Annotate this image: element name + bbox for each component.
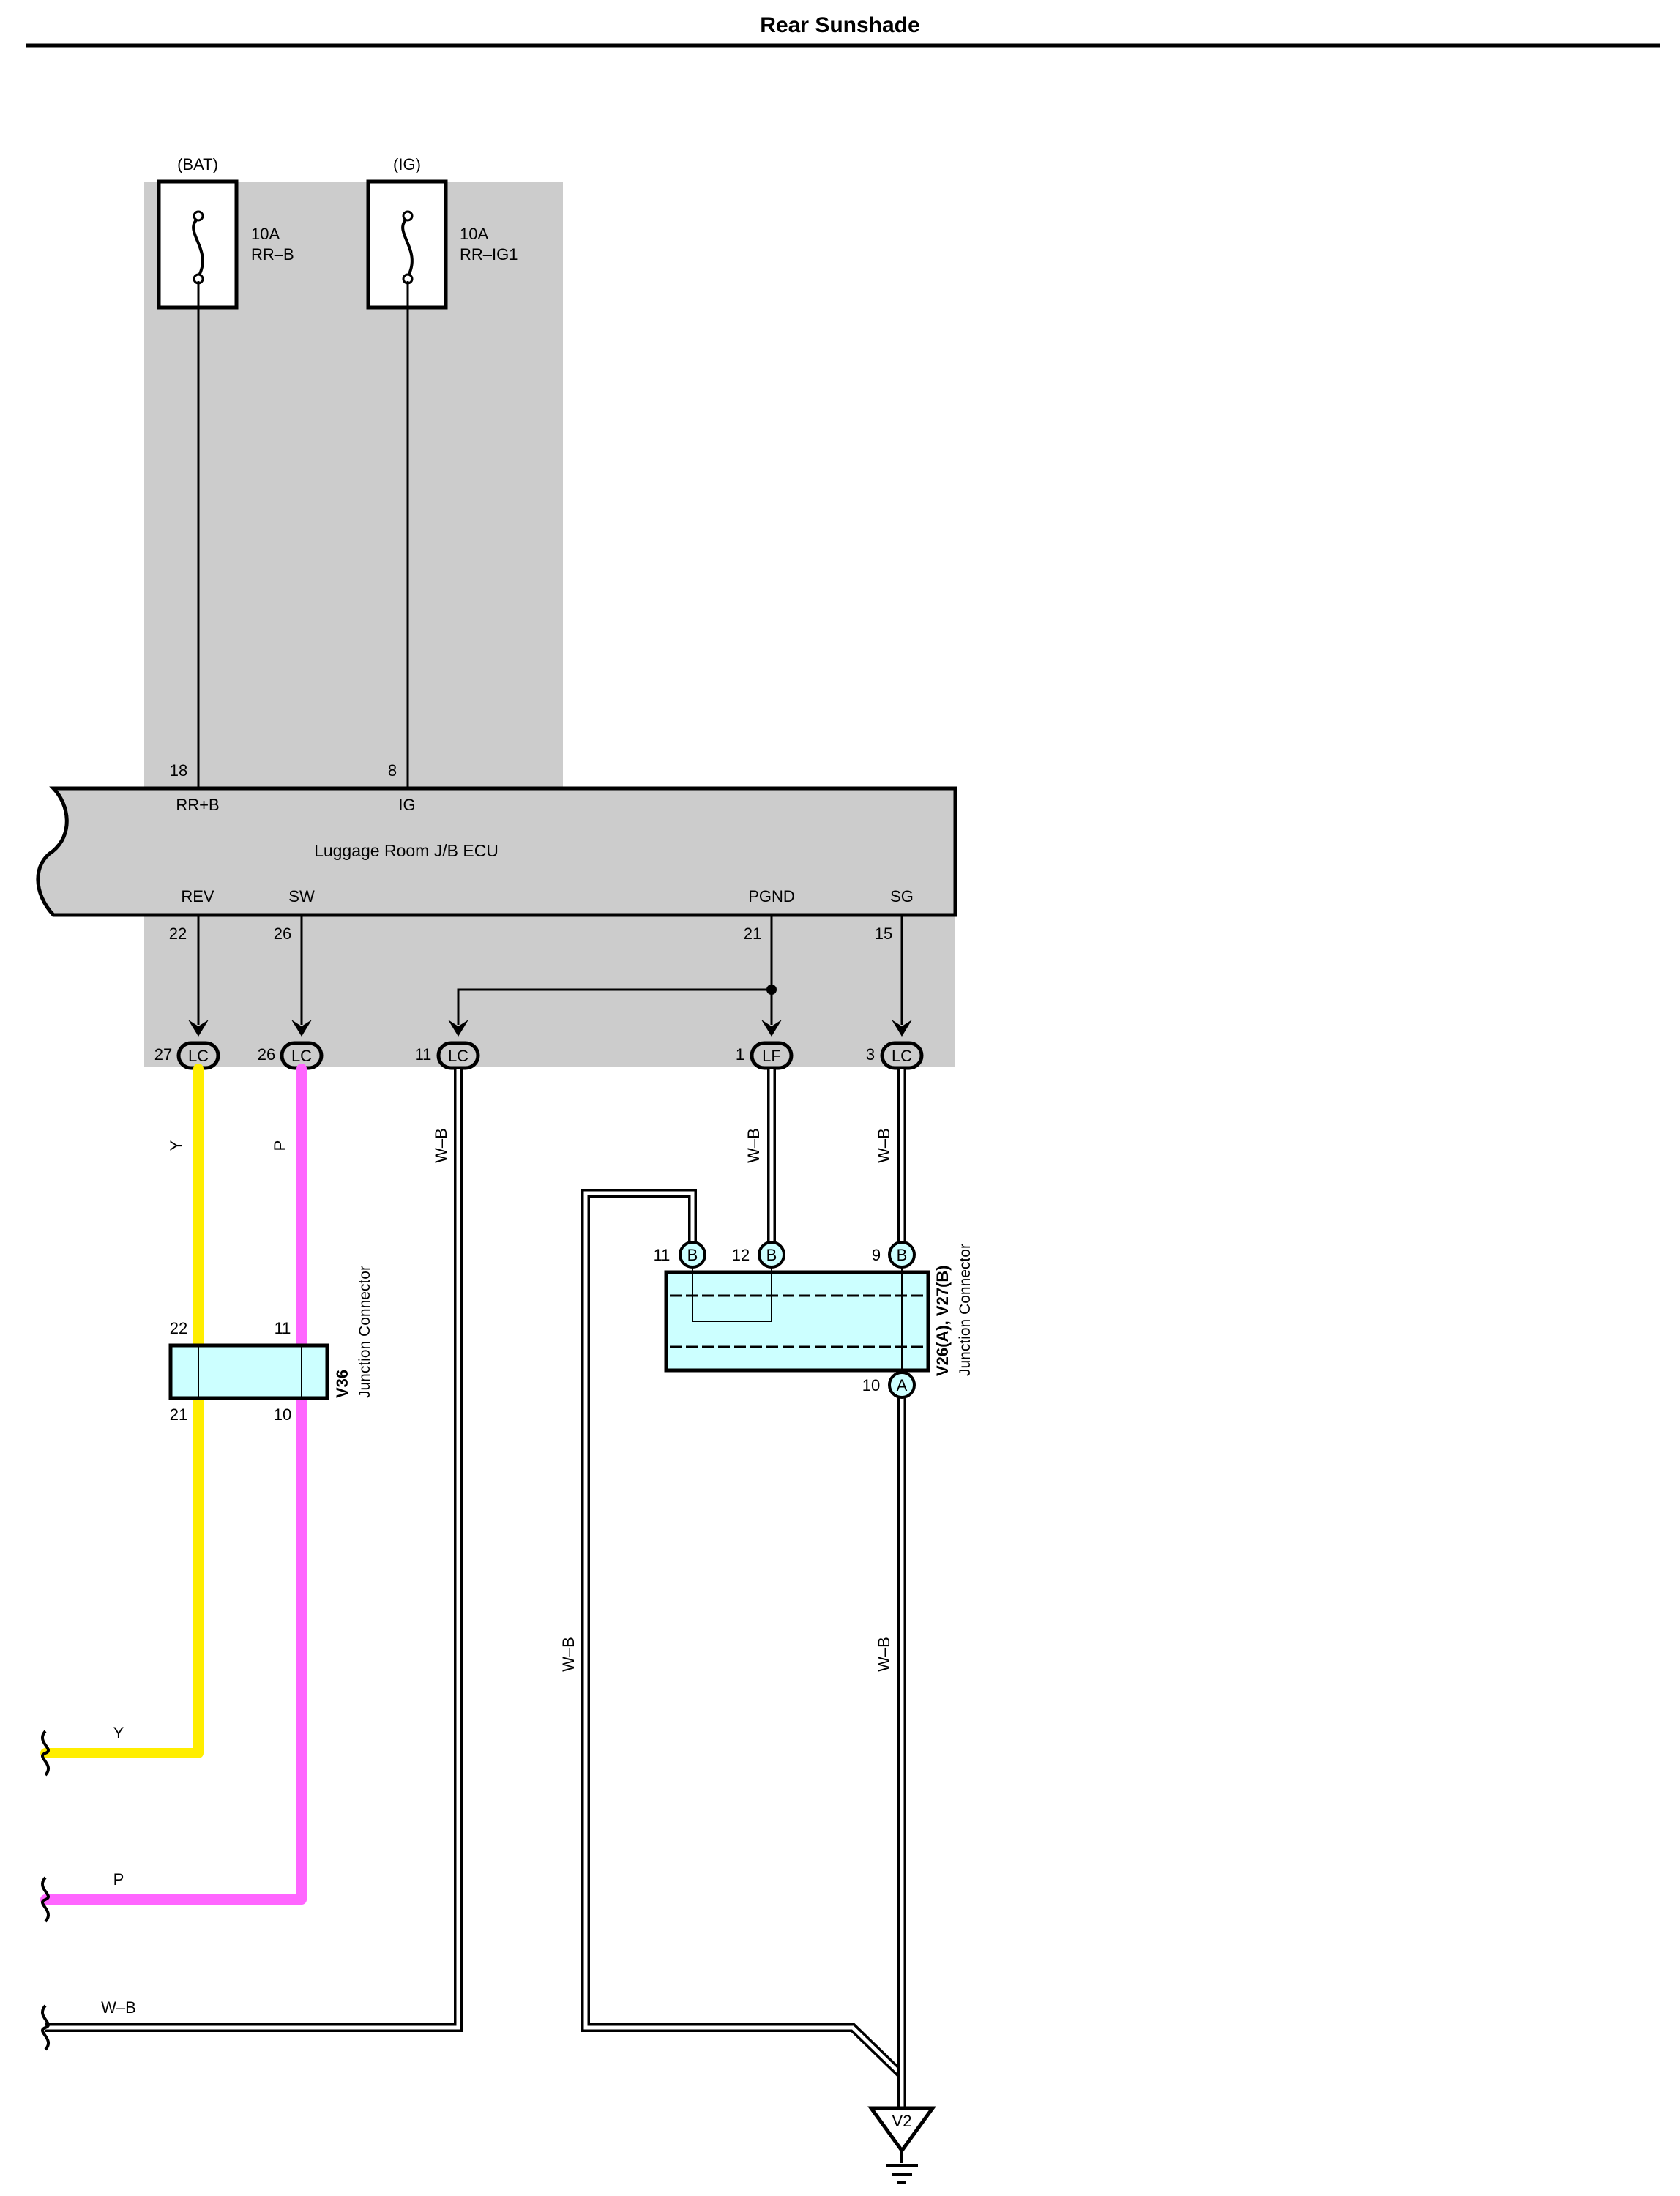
- fuse-icon: [401, 217, 414, 277]
- connector-code: LC: [892, 1047, 912, 1065]
- connector-code: B: [766, 1246, 777, 1264]
- connector-code: LC: [188, 1047, 209, 1065]
- wire-yellow: [40, 1064, 204, 1758]
- splice-point: [766, 985, 777, 995]
- wire-color-label: P: [271, 1140, 289, 1151]
- fuse-icon: [192, 217, 204, 277]
- wire-wb-ground-loop: [581, 1189, 906, 2079]
- connector-pin-number: 1: [736, 1045, 744, 1064]
- connector-pin-number: 9: [872, 1246, 881, 1264]
- fuse-rating: 10A: [251, 225, 280, 243]
- jb-connector-lc-27: 27 LC: [154, 1041, 220, 1070]
- ground-label: V2: [892, 2112, 912, 2130]
- connector-pin-number: 27: [154, 1045, 172, 1064]
- junction-connector-v36: 22 11 21 10 V36 Junction Connector: [168, 1266, 373, 1424]
- connector-id: V36: [333, 1370, 351, 1398]
- ecu-output-wires: [197, 915, 903, 1025]
- ecu-pin-signal: SW: [288, 887, 315, 905]
- jb-connector-lf-1: 1 LF: [736, 1041, 794, 1070]
- connector-description: Junction Connector: [356, 1266, 373, 1398]
- ecu-pin-number: 26: [274, 925, 291, 943]
- output-label: Y: [113, 1724, 124, 1742]
- jb-connector-lc-11: 11 LC: [415, 1041, 480, 1070]
- ecu-pin-signal: RR+B: [176, 796, 219, 814]
- connector-code: LC: [448, 1047, 468, 1065]
- connector-pin-number: 3: [866, 1045, 875, 1064]
- jb-connector-lc-3: 3 LC: [866, 1041, 924, 1070]
- jb-shaded-area: [144, 182, 955, 1067]
- ecu-pin-number: 15: [875, 925, 892, 943]
- ecu-box: Luggage Room J/B ECU 18 RR+B 8 IG REV SW…: [36, 761, 957, 917]
- ecu-pin-number: 8: [388, 761, 397, 780]
- wire-color-label: W–B: [744, 1128, 763, 1163]
- wire-pink: [40, 1064, 307, 1905]
- fuse-name: RR–B: [251, 245, 294, 264]
- wire-color-label: W–B: [432, 1128, 450, 1163]
- ecu-pin-signal: PGND: [748, 887, 795, 905]
- connector-code: A: [897, 1376, 908, 1394]
- fuse-source-label: (BAT): [177, 155, 218, 173]
- connector-pin-number: 11: [275, 1319, 291, 1337]
- output-label: W–B: [101, 1998, 136, 2017]
- ecu-pin-signal: IG: [398, 796, 415, 814]
- fuse-name: RR–IG1: [460, 245, 518, 264]
- connector-pin-number: 26: [258, 1045, 275, 1064]
- connector-pin-number: 11: [654, 1246, 671, 1264]
- connector-pin-number: 11: [415, 1045, 432, 1064]
- connector-description: Junction Connector: [957, 1244, 974, 1376]
- page-title: Rear Sunshade: [760, 13, 920, 37]
- connector-code: LF: [762, 1047, 781, 1065]
- junction-connector-v26-v27: 11 B 12 B 9 B 10 A V26(A), V27(B) Juncti…: [654, 1241, 974, 1399]
- connector-code: B: [687, 1246, 698, 1264]
- wire-color-label: W–B: [875, 1637, 893, 1672]
- ecu-pin-signal: SG: [890, 887, 914, 905]
- connector-code: B: [897, 1246, 908, 1264]
- connector-pin-number: 12: [732, 1246, 750, 1264]
- wire-color-label: W–B: [559, 1637, 578, 1672]
- connector-pin-number: 10: [274, 1405, 291, 1424]
- connector-id: V26(A), V27(B): [933, 1265, 952, 1376]
- connector-code: LC: [291, 1047, 312, 1065]
- ecu-pin-number: 18: [170, 761, 187, 780]
- wire-wb-output: [45, 1069, 463, 2032]
- connector-pin-number: 22: [170, 1319, 187, 1337]
- connector-arrows: [188, 1020, 912, 1037]
- fuse-source-label: (IG): [393, 155, 421, 173]
- wire-color-label: W–B: [875, 1128, 893, 1163]
- ecu-pin-signal: REV: [181, 887, 214, 905]
- connector-pin-number: 21: [170, 1405, 187, 1424]
- ecu-pin-number: 22: [169, 925, 187, 943]
- output-break-symbols: [40, 1730, 51, 2051]
- fuse-rating: 10A: [460, 225, 488, 243]
- ecu-pin-number: 21: [744, 925, 761, 943]
- jb-connector-lc-26: 26 LC: [258, 1041, 324, 1070]
- wire-color-label: Y: [167, 1140, 185, 1151]
- output-label: P: [113, 1870, 124, 1889]
- connector-pin-number: 10: [862, 1376, 880, 1394]
- ecu-name: Luggage Room J/B ECU: [314, 841, 499, 860]
- ground-v2: V2: [867, 2106, 936, 2184]
